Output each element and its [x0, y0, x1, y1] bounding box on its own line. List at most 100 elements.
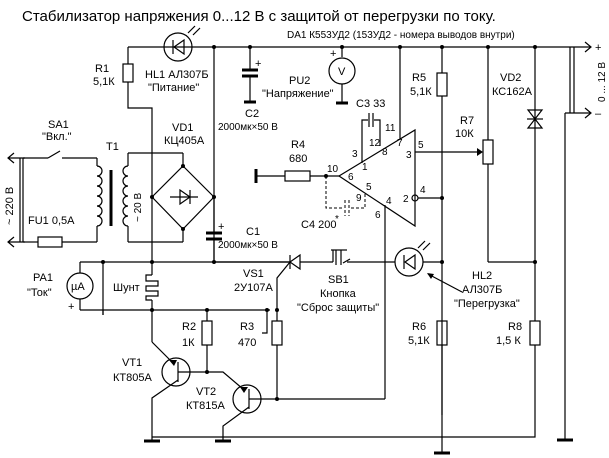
pin-11: 11: [385, 123, 396, 134]
capacitor-c2: + C2 2000мк×50 В: [218, 47, 278, 133]
transistor-vt2: VT2 КТ815А: [186, 371, 277, 443]
output-range-label: 0 ... 12 В: [597, 62, 608, 102]
opamp-da1: C3 33 11 12 7 8 3 3 5 1 10 6 5 9 4 2 4 6: [327, 47, 477, 260]
svg-text:+: +: [255, 58, 261, 70]
r4-ref: R4: [291, 139, 305, 151]
output-minus-label: –: [595, 108, 602, 120]
output-terminals: + – 0 ... 12 В: [557, 41, 608, 442]
hl1-name: "Питание": [148, 82, 199, 94]
pin-6-inner: 6: [348, 172, 354, 183]
zener-vd2: VD2 КС162А: [492, 47, 544, 264]
pu2-ref: PU2: [289, 75, 310, 87]
led-hl1: HL1 АЛ307Б "Питание": [145, 25, 209, 94]
resistor-r6: R6 5,1К: [408, 320, 450, 455]
pin-3-outer: 3: [406, 150, 412, 161]
pin-12: 12: [369, 138, 381, 149]
positive-rail: [128, 45, 572, 49]
resistor-r8: R8 1,5 К: [152, 262, 541, 438]
resistor-r4: R4 680: [254, 139, 339, 183]
r7-value: 10К: [455, 128, 474, 140]
led-hl2: HL2 АЛ307Б "Перегрузка": [394, 240, 520, 310]
diode-bridge-vd1: VD1 КЦ405А: [127, 47, 216, 260]
vt1-ref: VT1: [122, 357, 142, 369]
pin-3-inner: 3: [352, 149, 358, 160]
sb1-ref: SB1: [328, 274, 349, 286]
vt2-ref: VT2: [196, 386, 216, 398]
r6-ref: R6: [412, 321, 426, 333]
voltmeter-pu2: V + PU2 "Напряжение": [262, 47, 356, 105]
r1-value: 5,1К: [93, 76, 115, 88]
pa1-symbol: µA: [71, 281, 85, 293]
c1-polarity: +: [218, 221, 224, 233]
pin-6-outer: 6: [375, 210, 381, 221]
pin-4-out: 4: [420, 185, 426, 196]
vt2-type: КТ815А: [186, 400, 225, 412]
shunt: Шунт: [113, 274, 159, 301]
transformer-t1: T1 ~ 20 В: [96, 141, 144, 242]
hl2-type: АЛ307Б: [462, 284, 502, 296]
mains-input: ~ 220 В: [4, 152, 25, 248]
button-sb1[interactable]: SB1 Кнопка "Сброс защиты": [297, 249, 395, 314]
pin-2: 2: [403, 194, 409, 205]
hl2-name: "Перегрузка": [454, 298, 520, 310]
pin-9: 9: [356, 193, 362, 204]
c4-ref: C4 200: [301, 219, 336, 231]
pin-4-inner: 4: [386, 196, 392, 207]
t1-ref: T1: [106, 141, 119, 153]
vd2-ref: VD2: [500, 72, 521, 84]
c3-ref: C3 33: [356, 98, 385, 110]
switch-sa1[interactable]: SA1 "Вкл.": [23, 119, 97, 159]
lower-wiring: [102, 310, 443, 452]
r5-ref: R5: [412, 72, 426, 84]
capacitor-c1: + C1 2000мк×50 В: [206, 197, 278, 262]
hl2-ref: HL2: [472, 270, 492, 282]
pa1-polarity: +: [68, 301, 74, 313]
pu2-symbol: V: [338, 66, 346, 78]
c2-ref: C2: [245, 108, 259, 120]
fu1-label: FU1 0,5А: [28, 215, 75, 227]
thyristor-vs1: VS1 2У107А: [214, 253, 301, 310]
mains-voltage-label: ~ 220 В: [4, 187, 16, 225]
potentiometer-r3[interactable]: R3 470: [238, 260, 386, 401]
pu2-name: "Напряжение": [262, 88, 334, 100]
r3-ref: R3: [240, 321, 254, 333]
sb1-name: "Сброс защиты": [297, 302, 379, 314]
sa1-ref: SA1: [48, 119, 69, 131]
pa1-name: "Ток": [27, 287, 52, 299]
r5-value: 5,1К: [410, 86, 432, 98]
c2-value: 2000мк×50 В: [218, 122, 278, 133]
pin-7: 7: [397, 138, 403, 149]
hl1-ref: HL1 АЛ307Б: [145, 69, 209, 81]
middle-wiring: [80, 260, 290, 342]
vd2-type: КС162А: [492, 86, 533, 98]
transistor-vt1: VT1 КТ805А: [113, 341, 207, 443]
pin-5-out: 5: [418, 140, 424, 151]
pin-8: 8: [382, 147, 388, 158]
r8-value: 1,5 К: [496, 335, 521, 347]
r1-ref: R1: [95, 63, 109, 75]
c4-mark: *: [335, 214, 339, 225]
sa1-name: "Вкл.": [42, 131, 72, 143]
diagram-title: Стабилизатор напряжения 0...12 В с защит…: [22, 8, 496, 25]
pin-10: 10: [327, 164, 339, 175]
pu2-polarity: +: [330, 48, 336, 60]
c1-value: 2000мк×50 В: [218, 240, 278, 251]
opamp-note: DA1 К553УД2 (153УД2 - номера выводов вну…: [287, 30, 515, 41]
r2-ref: R2: [182, 321, 196, 333]
r3-value: 470: [238, 337, 256, 349]
vd1-ref: VD1: [172, 122, 193, 134]
vd1-type: КЦ405А: [164, 135, 205, 147]
r6-value: 5,1К: [408, 335, 430, 347]
resistor-r2: R2 1К: [182, 310, 213, 374]
r2-value: 1К: [182, 337, 195, 349]
sb1-type: Кнопка: [320, 288, 357, 300]
t1-secondary-label: ~ 20 В: [133, 192, 144, 222]
ammeter-pa1: µA + PA1 "Ток": [27, 262, 94, 313]
potentiometer-r7[interactable]: R7 10К: [455, 47, 535, 263]
shunt-label: Шунт: [113, 282, 140, 294]
vs1-ref: VS1: [243, 268, 264, 280]
r4-value: 680: [289, 153, 307, 165]
output-plus-label: +: [595, 42, 601, 54]
fuse-fu1: FU1 0,5А: [23, 215, 97, 248]
